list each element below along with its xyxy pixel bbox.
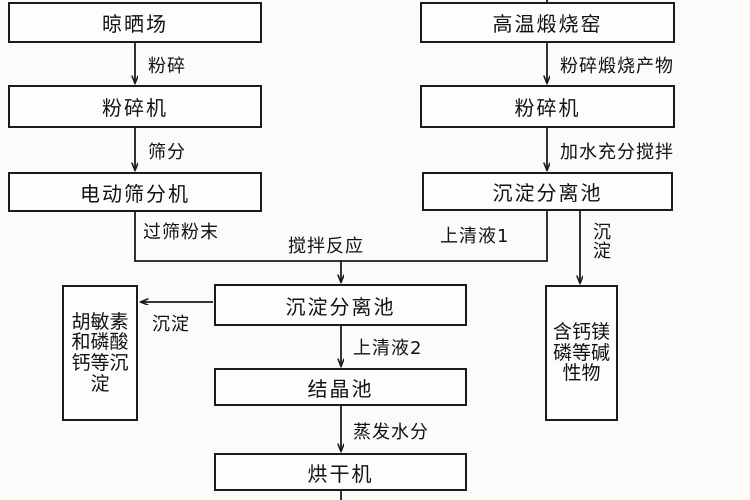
edge-label-stir-reaction: 搅拌反应 [288,236,364,257]
edge-label-crush-left: 粉碎 [148,56,186,77]
node-crusher-left[interactable]: 粉碎机 [8,85,262,128]
node-crystallization-pond[interactable]: 结晶池 [214,368,467,406]
node-humic-precipitate[interactable]: 胡敏素和磷酸钙等沉淀 [62,285,138,421]
edge-label-supernatant-2: 上清液2 [353,338,423,359]
node-sun-drying-yard[interactable]: 晾晒场 [8,2,262,43]
node-alkaline-substance[interactable]: 含钙镁磷等碱性物 [545,285,618,421]
edge-label-add-water-stir: 加水充分搅拌 [560,142,674,163]
node-crusher-right[interactable]: 粉碎机 [420,85,675,128]
edge-label-precipitate-left: 沉淀 [152,314,190,335]
edge-label-sieving: 筛分 [148,142,186,163]
edge-label-supernatant-1: 上清液1 [440,226,510,247]
node-calcining-kiln[interactable]: 高温煅烧窑 [420,2,675,43]
edge-label-crush-calcined: 粉碎煅烧产物 [560,56,674,77]
edge-label-sieved-powder: 过筛粉末 [143,222,219,243]
node-settling-tank-right[interactable]: 沉淀分离池 [422,172,673,211]
node-dryer[interactable]: 烘干机 [214,453,467,491]
node-electric-sieve[interactable]: 电动筛分机 [8,172,262,212]
edge-label-evaporate-water: 蒸发水分 [353,422,429,443]
node-settling-tank-middle[interactable]: 沉淀分离池 [214,284,467,326]
edge-label-precipitate-right: 沉淀 [593,222,611,262]
